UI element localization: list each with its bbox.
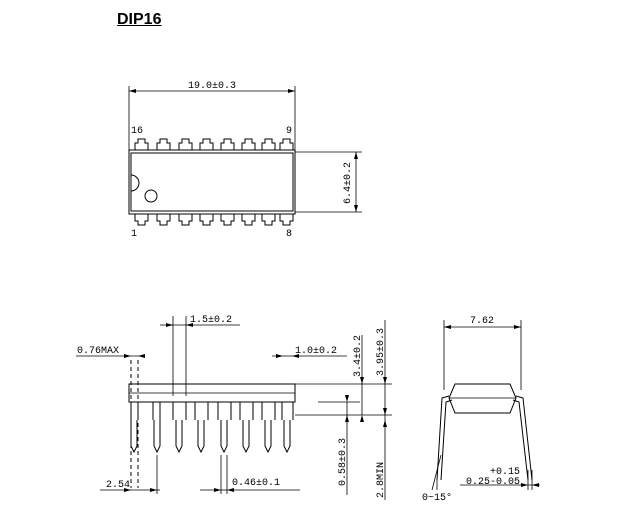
thickness-dimension: 0.25-0.05 — [466, 477, 520, 488]
lead-length-dimension: 2.8MIN — [376, 462, 387, 498]
end-view: 7.62 0~15° +0.15 0.25-0.05 — [422, 316, 540, 504]
width-dimension: 6.4±0.2 — [343, 162, 354, 204]
total-height-dimension: 3.95±0.3 — [376, 328, 387, 376]
orientation-notch — [130, 174, 140, 192]
side-view: 1.5±0.2 0.76MAX 1.0±0.2 — [76, 315, 392, 500]
left-lead — [436, 395, 453, 481]
lead-pitch-dimension: 2.54 — [106, 480, 130, 491]
top-pin-row — [134, 138, 294, 150]
standoff-dimension: 0.58±0.3 — [338, 438, 349, 486]
row-spacing-dimension: 7.62 — [470, 316, 494, 327]
bottom-pin-row — [134, 214, 294, 226]
side-leads — [130, 402, 294, 454]
pin-label-16: 16 — [131, 126, 143, 137]
pin-label-8: 8 — [286, 229, 292, 240]
page-title: DIP16 — [117, 11, 162, 28]
pin-label-1: 1 — [131, 229, 137, 240]
right-lead — [512, 395, 533, 481]
end-body — [448, 383, 517, 414]
pin1-marker — [144, 189, 158, 203]
pitch-dimension: 1.5±0.2 — [190, 315, 232, 326]
length-dimension: 19.0±0.3 — [188, 81, 236, 92]
body-height-dimension: 3.4±0.2 — [353, 335, 364, 377]
lead-width-dimension: 0.46±0.1 — [232, 478, 280, 489]
package-body-inner — [130, 152, 294, 212]
top-view: 19.0±0.3 16 9 1 8 — [128, 81, 362, 240]
pin-label-9: 9 — [286, 126, 292, 137]
thickness-tolerance-plus: +0.15 — [490, 467, 520, 478]
max-dimension: 0.76MAX — [77, 346, 119, 357]
package-body-outline — [128, 149, 296, 215]
shoulder-dimension: 1.0±0.2 — [295, 346, 337, 357]
angle-dimension: 0~15° — [422, 492, 452, 504]
